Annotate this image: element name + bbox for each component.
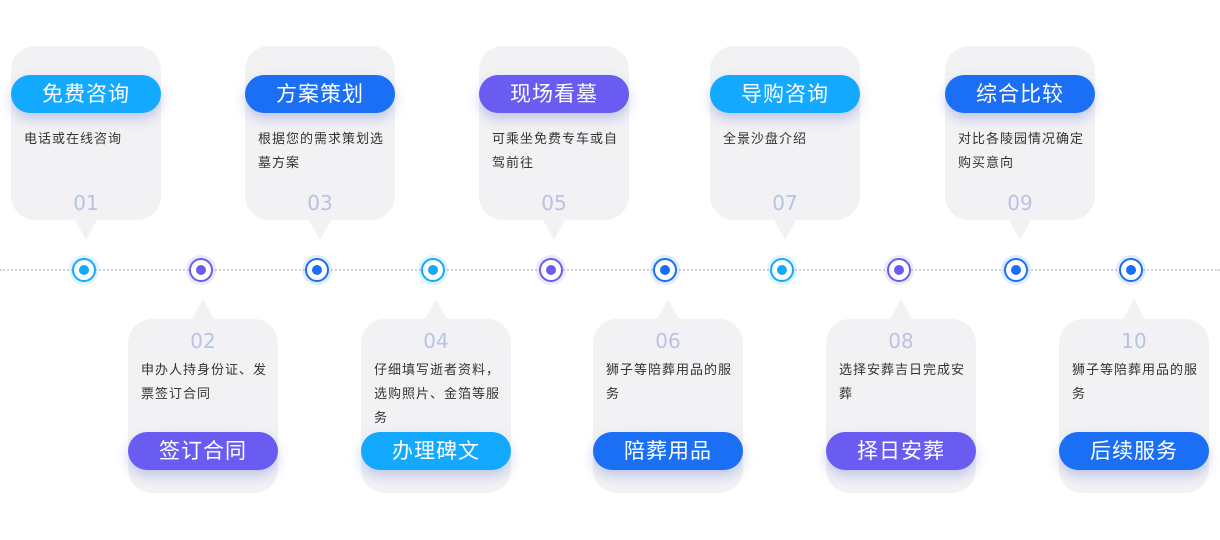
- timeline-node-10: [1119, 258, 1143, 282]
- step-number: 03: [307, 191, 333, 215]
- timeline-node-07: [770, 258, 794, 282]
- step-title-pill[interactable]: 方案策划: [245, 75, 395, 113]
- step-description: 狮子等陪葬用品的服务: [606, 363, 733, 402]
- step-number: 09: [1007, 191, 1033, 215]
- step-description: 申办人持身份证、发票签订合同: [141, 363, 268, 402]
- step-number: 08: [888, 329, 914, 353]
- timeline-line: [0, 269, 1220, 271]
- step-description: 对比各陵园情况确定购买意向: [958, 132, 1085, 171]
- step-description: 根据您的需求策划选墓方案: [258, 132, 385, 171]
- timeline-node-dot: [777, 265, 787, 275]
- timeline-node-dot: [428, 265, 438, 275]
- step-description: 全景沙盘介绍: [723, 132, 808, 147]
- step-card-04: 办理碑文 仔细填写逝者资料，选购照片、金箔等服务 04: [361, 299, 511, 493]
- step-description: 可乘坐免费专车或自驾前往: [492, 132, 619, 171]
- step-title-pill[interactable]: 导购咨询: [710, 75, 860, 113]
- step-number: 05: [541, 191, 567, 215]
- step-card-08: 择日安葬 选择安葬吉日完成安葬 08: [826, 299, 976, 493]
- step-card-10: 后续服务 狮子等陪葬用品的服务 10: [1059, 299, 1209, 493]
- step-card-03: 方案策划根据您的需求策划选墓方案 03: [245, 46, 395, 240]
- step-number: 04: [423, 329, 449, 353]
- step-description: 狮子等陪葬用品的服务: [1072, 363, 1199, 402]
- timeline-node-03: [305, 258, 329, 282]
- timeline-node-06: [653, 258, 677, 282]
- step-title-pill[interactable]: 办理碑文: [361, 432, 511, 470]
- timeline-node-dot: [79, 265, 89, 275]
- timeline-node-05: [539, 258, 563, 282]
- step-title-pill[interactable]: 免费咨询: [11, 75, 161, 113]
- step-number: 06: [655, 329, 681, 353]
- step-title-pill[interactable]: 综合比较: [945, 75, 1095, 113]
- step-number: 07: [772, 191, 798, 215]
- step-title-pill[interactable]: 现场看墓: [479, 75, 629, 113]
- step-number: 01: [73, 191, 99, 215]
- step-card-06: 陪葬用品 狮子等陪葬用品的服务 06: [593, 299, 743, 493]
- timeline-node-dot: [312, 265, 322, 275]
- timeline-node-dot: [546, 265, 556, 275]
- step-card-02: 签订合同 申办人持身份证、发票签订合同 02: [128, 299, 278, 493]
- timeline-node-08: [887, 258, 911, 282]
- step-card-09: 综合比较对比各陵园情况确定购买意向 09: [945, 46, 1095, 240]
- step-title-pill[interactable]: 择日安葬: [826, 432, 976, 470]
- step-number: 10: [1121, 329, 1147, 353]
- timeline-node-dot: [894, 265, 904, 275]
- step-card-01: 免费咨询电话或在线咨询 01: [11, 46, 161, 240]
- step-title-pill[interactable]: 签订合同: [128, 432, 278, 470]
- timeline-node-dot: [1011, 265, 1021, 275]
- timeline-node-dot: [196, 265, 206, 275]
- timeline-node-dot: [660, 265, 670, 275]
- step-title-pill[interactable]: 后续服务: [1059, 432, 1209, 470]
- timeline-node-01: [72, 258, 96, 282]
- step-number: 02: [190, 329, 216, 353]
- step-description: 仔细填写逝者资料，选购照片、金箔等服务: [374, 363, 501, 426]
- timeline-node-dot: [1126, 265, 1136, 275]
- step-description: 选择安葬吉日完成安葬: [839, 363, 966, 402]
- step-title-pill[interactable]: 陪葬用品: [593, 432, 743, 470]
- timeline-node-02: [189, 258, 213, 282]
- timeline-node-09: [1004, 258, 1028, 282]
- timeline-node-04: [421, 258, 445, 282]
- step-card-07: 导购咨询全景沙盘介绍 07: [710, 46, 860, 240]
- step-card-05: 现场看墓可乘坐免费专车或自驾前往 05: [479, 46, 629, 240]
- step-description: 电话或在线咨询: [24, 132, 123, 147]
